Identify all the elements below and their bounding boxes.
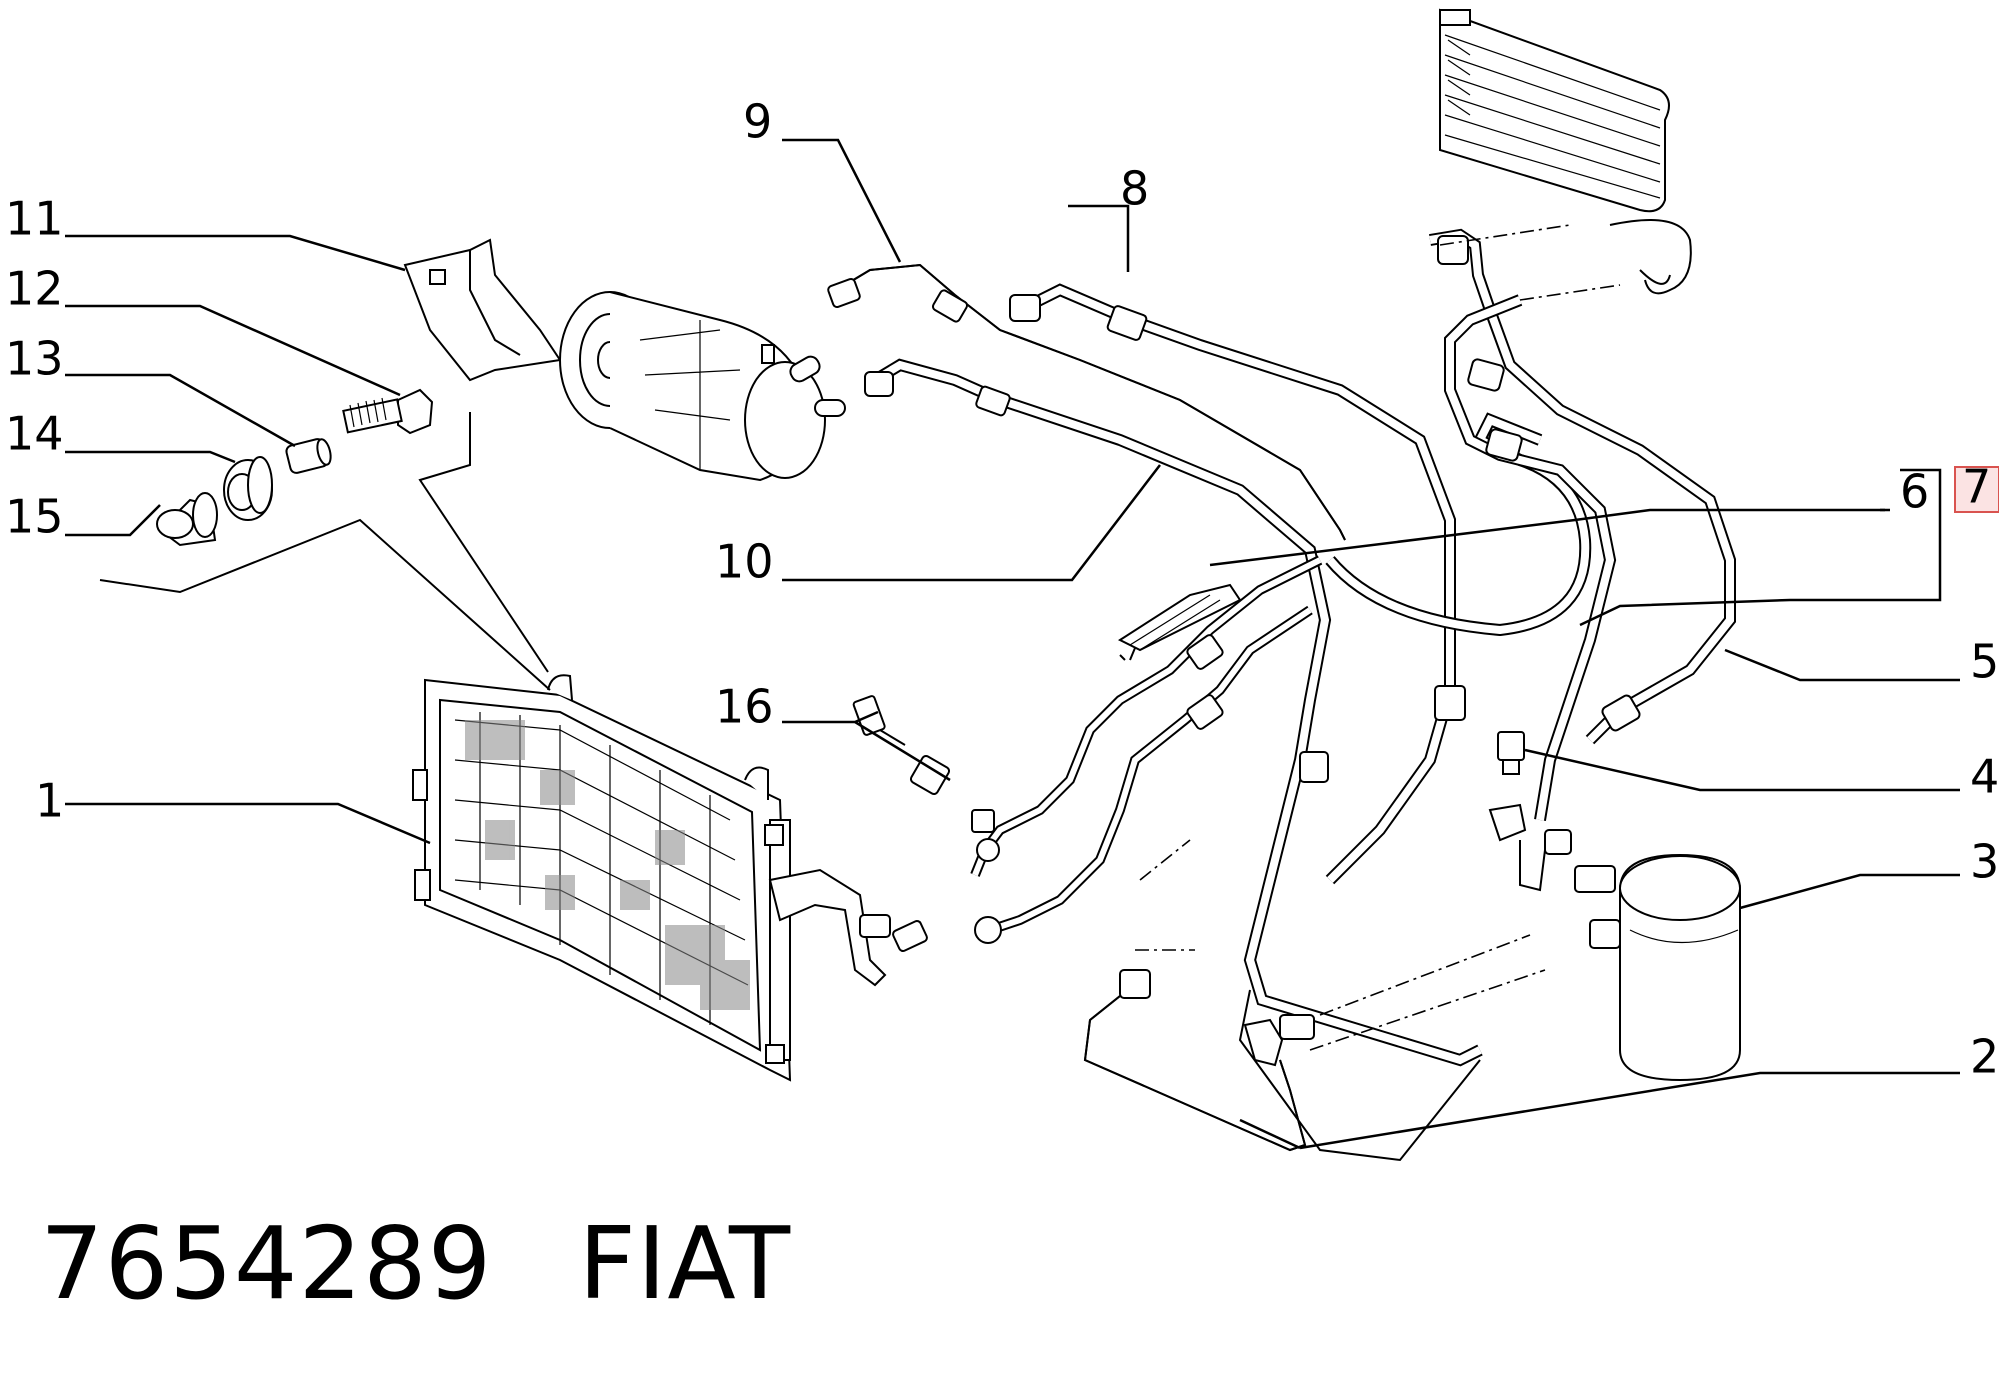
callout-6: 6	[1900, 465, 1929, 519]
hose-8	[1009, 283, 1466, 885]
footer-caption: 7654289 FIAT	[40, 1205, 877, 1322]
callout-14: 14	[5, 407, 64, 461]
receiver-drier-part	[1574, 853, 1741, 1082]
dashdot-lines	[1135, 224, 1621, 1051]
callout-15: 15	[5, 490, 64, 544]
bolt-part	[342, 388, 434, 435]
callout-8: 8	[1120, 162, 1149, 216]
assembly-lines	[99, 412, 551, 691]
callout-11: 11	[5, 192, 64, 246]
evaporator-part	[1439, 8, 1692, 295]
grommet-part	[223, 456, 273, 521]
pressure-switch-16	[852, 695, 995, 833]
condenser-pipes	[970, 555, 1323, 944]
hose-5	[1429, 228, 1736, 745]
highlight-box	[1954, 466, 1999, 513]
part-number: 7654289	[40, 1205, 493, 1322]
callout-16: 16	[715, 680, 774, 734]
compressor-part	[559, 291, 846, 482]
pressure-switch-4	[1488, 731, 1572, 892]
bushing-part	[156, 492, 218, 547]
condenser-part	[412, 674, 792, 1082]
hose-10	[864, 358, 1483, 1067]
brand-name: FIAT	[578, 1205, 792, 1322]
callout-7: 7	[1962, 460, 1991, 514]
condenser-outlet-fittings	[768, 868, 928, 987]
callout-3: 3	[1970, 835, 1999, 889]
hose-9	[827, 263, 1346, 541]
callout-1: 1	[35, 774, 64, 828]
sensor-wiring	[1117, 583, 1242, 661]
hose-6	[1325, 412, 1592, 637]
pipe-2	[1083, 969, 1481, 1162]
callout-10: 10	[715, 535, 774, 589]
callout-13: 13	[5, 332, 64, 386]
callout-9: 9	[743, 95, 772, 149]
spacer-part	[285, 438, 332, 474]
leader-lines	[65, 138, 1960, 1150]
bracket-part	[403, 238, 562, 382]
callout-4: 4	[1970, 750, 1999, 804]
callout-2: 2	[1970, 1030, 1999, 1084]
callout-12: 12	[5, 262, 64, 316]
callout-labels: 1 2 3 4 5 6 7 8 9 10 11 12 13 14 15 16	[5, 95, 1999, 1084]
callout-5: 5	[1970, 635, 1999, 689]
hose-7	[1444, 294, 1617, 821]
